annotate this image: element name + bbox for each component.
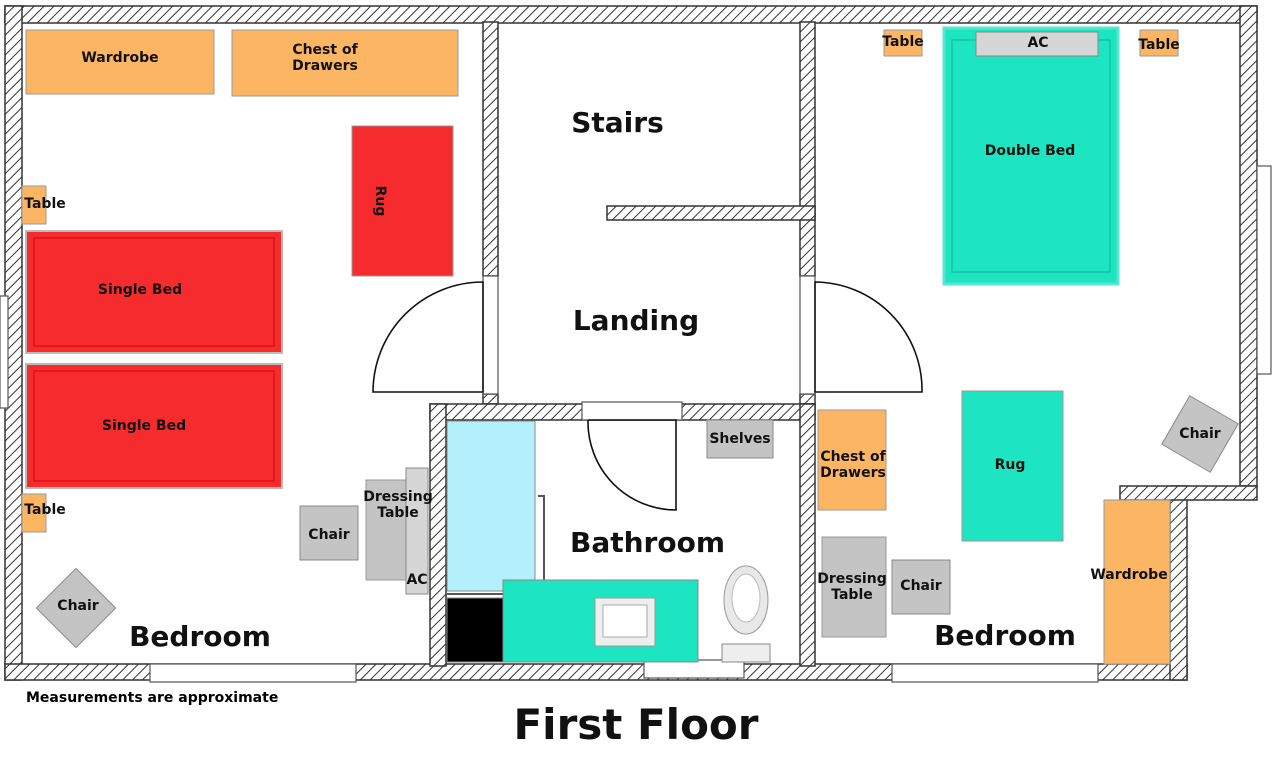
wall-bath-right: [799, 403, 816, 667]
chest-right-label: Chest of Drawers: [820, 448, 886, 481]
wardrobe-left: [25, 29, 215, 95]
table-right-right-label: Table: [1138, 36, 1180, 53]
wall-stairs-right: [799, 21, 816, 277]
shelves-label: Shelves: [709, 430, 771, 447]
window-right-bottom: [891, 663, 1099, 683]
wall-landing-left-low: [482, 393, 499, 405]
window-left-side: [0, 295, 9, 409]
room-landing-label: Landing: [572, 303, 700, 337]
ac-left: [405, 467, 429, 595]
windows: [0, 165, 1272, 683]
toilet-tank: [721, 643, 771, 663]
shelves: [706, 419, 774, 459]
bed1-label: Single Bed: [97, 281, 183, 298]
table-right-left-label: Table: [882, 33, 924, 50]
chair-right: [891, 559, 951, 615]
table-left-bottom-label: Table: [24, 501, 66, 518]
left-bedroom-furniture: [21, 29, 459, 649]
rug-left-label: Rug: [372, 185, 389, 217]
table-left-top-label: Table: [24, 195, 66, 212]
wall-landing-right-low: [799, 393, 816, 405]
door-frame-bath: [581, 401, 683, 421]
dressing-table-right-label: Dressing Table: [817, 570, 887, 603]
cabinet-black: [446, 597, 504, 663]
wardrobe-right-label: Wardrobe: [1090, 566, 1168, 583]
double-bed: [942, 26, 1120, 286]
double-bed-label: Double Bed: [984, 142, 1076, 159]
chair-mid-left-label: Chair: [308, 526, 350, 543]
bed2-label: Single Bed: [101, 417, 187, 434]
chair-right-label: Chair: [900, 577, 942, 594]
dressing-table-right: [821, 536, 887, 638]
bathroom-fixtures: [446, 419, 774, 663]
chair-corner-left: [35, 567, 117, 649]
window-bath: [643, 659, 745, 679]
chest-left-label: Chest of Drawers: [292, 41, 358, 74]
window-right-side: [1256, 165, 1272, 375]
wardrobe-left-label: Wardrobe: [81, 49, 159, 66]
wall-top: [4, 5, 1258, 24]
ac-right-label: AC: [1027, 34, 1049, 51]
measurement-note: Measurements are approximate: [26, 690, 279, 706]
bed1: [25, 230, 283, 354]
rug-right: [961, 390, 1064, 542]
wall-stairs-mid: [606, 205, 816, 221]
window-left-bottom: [149, 663, 357, 683]
ac-left-label: AC: [406, 571, 428, 588]
bed1-inner: [33, 237, 275, 347]
chest-right: [817, 409, 887, 511]
table-right-right: [1139, 29, 1179, 57]
chest-left: [231, 29, 459, 97]
ac-right: [975, 31, 1099, 57]
shower-screen: [447, 495, 545, 595]
door-swing-left: [372, 281, 484, 393]
chair-mid-left: [299, 505, 359, 561]
room-bedroom-right-label: Bedroom: [934, 618, 1076, 652]
room-stairs-label: Stairs: [571, 105, 664, 139]
door-swing-right: [814, 281, 923, 393]
wall-bath-left: [429, 403, 447, 667]
rug-left: [351, 125, 454, 277]
door-frame-left: [482, 275, 499, 395]
wall-step: [1119, 485, 1258, 501]
wall-stairs-left: [482, 21, 499, 277]
room-bathroom-label: Bathroom: [569, 525, 725, 559]
chair-right-corner: [1161, 395, 1239, 473]
right-bedroom-furniture: [817, 26, 1239, 665]
toilet-seat: [731, 573, 761, 623]
chair-corner-left-label: Chair: [57, 597, 99, 614]
sink-bowl: [602, 604, 648, 638]
table-right-left: [883, 29, 923, 57]
dressing-table-left-label: Dressing Table: [363, 488, 433, 521]
bed2-inner: [33, 370, 275, 482]
rug-right-label: Rug: [994, 456, 1026, 473]
wall-right-lower: [1169, 485, 1188, 681]
page-title: First Floor: [513, 699, 759, 749]
table-left-bottom: [21, 493, 47, 533]
wardrobe-right: [1103, 499, 1171, 665]
shower: [446, 420, 536, 592]
door-frame-right: [799, 275, 816, 395]
chair-right-corner-label: Chair: [1179, 425, 1221, 442]
room-bedroom-left-label: Bedroom: [129, 619, 271, 653]
doors: [372, 281, 923, 511]
table-left-top: [21, 185, 47, 225]
door-swing-bath: [587, 419, 677, 511]
bed2: [25, 363, 283, 489]
wall-right: [1239, 5, 1258, 487]
